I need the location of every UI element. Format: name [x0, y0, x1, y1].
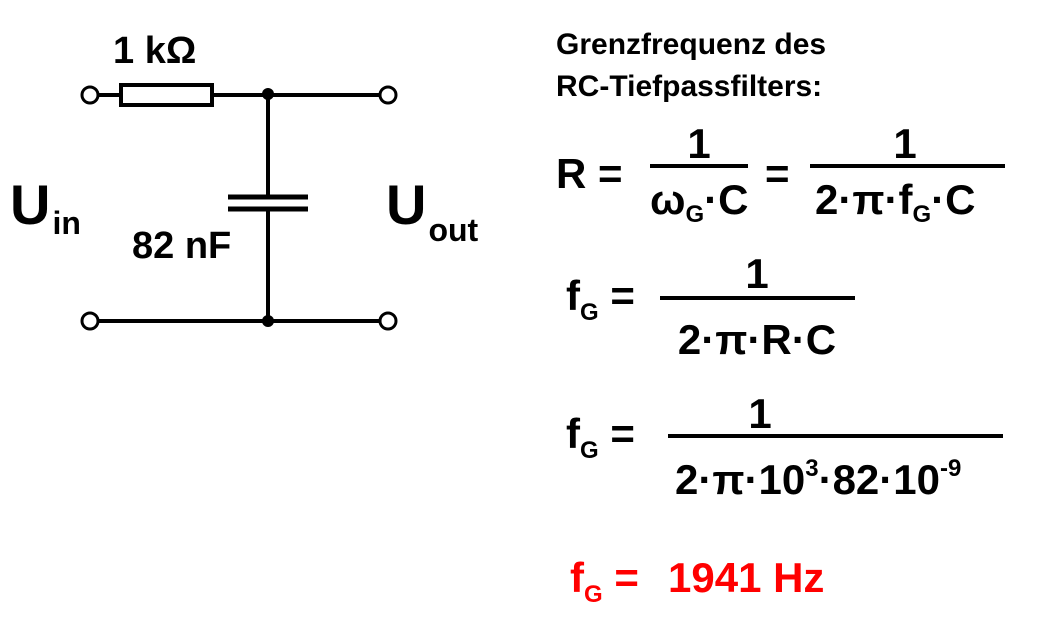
junction-dot-bottom — [262, 315, 274, 327]
output-voltage-label: Uout — [386, 173, 479, 248]
eq3-lhs: fG = — [566, 410, 635, 464]
circuit: 1 kΩ 82 nF Uin Uout — [10, 30, 479, 331]
resistor — [119, 83, 214, 107]
terminal-in-top — [80, 85, 100, 105]
eq3-denominator: 2·π·103·82·10-9 — [675, 455, 961, 503]
eq1-frac1-numerator: 1 — [687, 120, 710, 167]
eq1-frac1-denominator: ωG·C — [650, 176, 748, 228]
capacitor-label: 82 nF — [132, 225, 231, 267]
eq1-equals: = — [765, 150, 790, 197]
result-equation: fG = 1941 Hz — [570, 554, 824, 608]
heading-line2: RC-Tiefpassfilters: — [556, 70, 822, 103]
eq2-numerator: 1 — [745, 250, 768, 297]
result-value: 1941 Hz — [668, 554, 824, 601]
equation-3: fG = 1 2·π·103·82·10-9 — [566, 390, 1003, 503]
eq1-lhs: R = — [556, 150, 623, 197]
equation-2: fG = 1 2·π·R·C — [566, 250, 855, 363]
eq3-numerator: 1 — [748, 390, 771, 437]
eq2-lhs: fG = — [566, 272, 635, 326]
junction-dot-top — [262, 88, 274, 100]
eq2-denominator: 2·π·R·C — [678, 316, 836, 363]
heading-line1: Grenzfrequenz des — [556, 28, 826, 61]
resistor-label: 1 kΩ — [113, 30, 196, 72]
eq1-frac2-numerator: 1 — [893, 120, 916, 167]
equation-1: R = 1 ωG·C = 1 2·π·fG·C — [556, 120, 1005, 228]
terminal-out-bottom — [378, 311, 398, 331]
terminal-out-top — [378, 85, 398, 105]
terminal-in-bottom — [80, 311, 100, 331]
result-lhs: fG = — [570, 554, 639, 608]
eq1-frac2-denominator: 2·π·fG·C — [815, 176, 975, 228]
input-voltage-label: Uin — [10, 173, 81, 241]
